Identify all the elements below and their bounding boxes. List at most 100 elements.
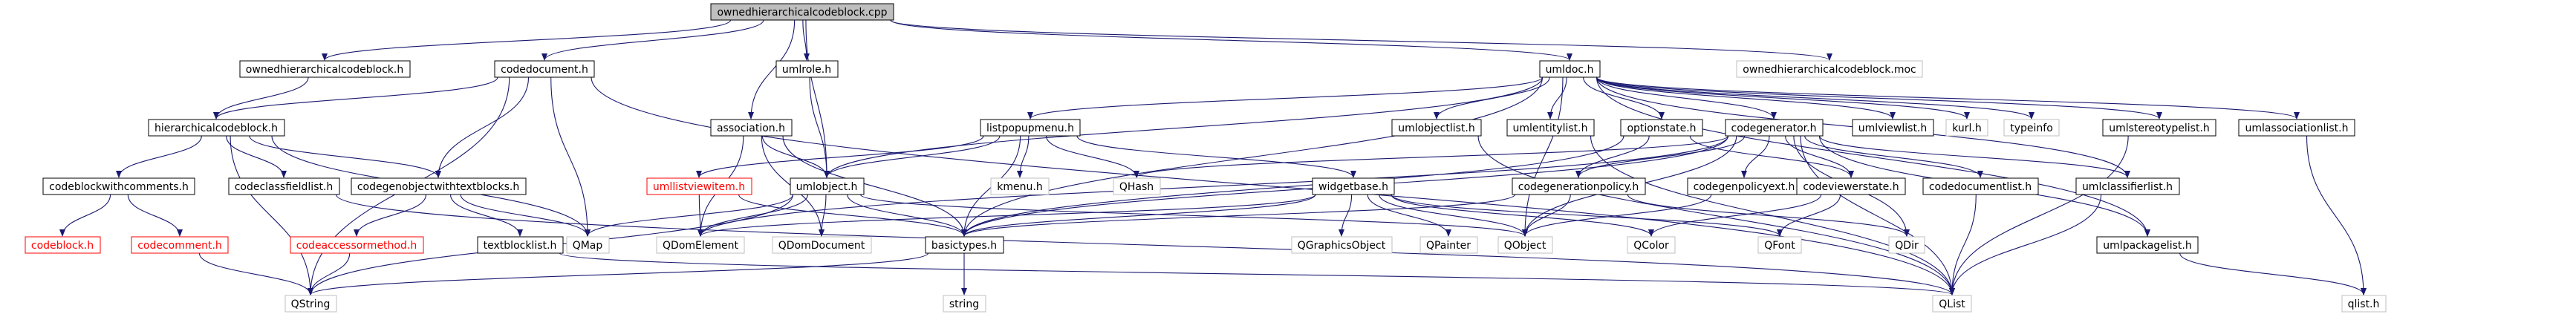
edge-cdoc-to-qmap	[550, 76, 591, 237]
node-ustl[interactable]: umlstereotypelist.h	[2102, 119, 2216, 137]
edge-udoc-to-ustl	[1596, 76, 2162, 120]
edge-wbase-to-qgo	[1339, 194, 1353, 237]
node-box	[148, 119, 285, 137]
node-box	[1391, 119, 1482, 137]
edge-lpm-to-kmenu	[1017, 135, 1030, 178]
node-upkg[interactable]: umlpackagelist.h	[2096, 236, 2199, 254]
edge-assoc-to-btypes	[782, 135, 967, 237]
node-assoc[interactable]: association.h	[710, 119, 793, 137]
node-box	[2238, 119, 2355, 137]
node-lpm[interactable]: listpopupmenu.h	[980, 119, 1081, 137]
node-label: kmenu.h	[997, 181, 1042, 193]
node-udoc[interactable]: umldoc.h	[1539, 60, 1601, 78]
node-label: umlentitylist.h	[1513, 122, 1588, 134]
node-label: widgetbase.h	[1318, 181, 1388, 193]
node-box	[1506, 119, 1595, 137]
node-btypes[interactable]: basictypes.h	[925, 236, 1004, 254]
node-cc[interactable]: codecomment.h	[131, 236, 229, 254]
node-box	[25, 236, 101, 254]
edge-assoc-to-uobj	[761, 135, 830, 178]
node-cdl[interactable]: codedocumentlist.h	[1922, 177, 2039, 195]
node-ohcbh[interactable]: ownedhierarchicalcodeblock.h	[239, 60, 411, 78]
node-box	[925, 236, 1004, 254]
node-ccfl[interactable]: codeclassfieldlist.h	[228, 177, 340, 195]
node-cgpe[interactable]: codegenpolicyext.h	[1687, 177, 1802, 195]
node-cgwtb[interactable]: codegenobjectwithtextblocks.h	[351, 177, 527, 195]
node-label: typeinfo	[2010, 122, 2053, 134]
node-label: codegenerator.h	[1731, 122, 1817, 134]
edge-root-to-udoc	[890, 19, 1572, 61]
node-uol[interactable]: umlobjectlist.h	[1391, 119, 1482, 137]
edge-root-to-ohcbmoc	[890, 19, 1832, 61]
edge-root-to-ohcbh	[322, 19, 732, 61]
edge-cgen-to-cdl	[1804, 135, 1983, 178]
node-uel[interactable]: umlentitylist.h	[1506, 119, 1595, 137]
node-label: QFont	[1764, 240, 1795, 252]
node-label: umlassociationlist.h	[2245, 122, 2348, 134]
node-box	[2096, 236, 2199, 254]
node-root[interactable]: ownedhierarchicalcodeblock.cpp	[710, 3, 894, 21]
node-box	[1796, 177, 1906, 195]
node-label: codeclassfieldlist.h	[235, 181, 334, 193]
node-cam[interactable]: codeaccessormethod.h	[290, 236, 424, 254]
node-box	[790, 177, 865, 195]
node-box	[1757, 236, 1802, 254]
node-uvl[interactable]: umlviewlist.h	[1852, 119, 1934, 137]
nodes: ownedhierarchicalcodeblock.cpp ownedhiera…	[25, 3, 2387, 313]
node-label: codeblockwithcomments.h	[49, 181, 189, 193]
edge-root-to-cdoc	[541, 19, 764, 61]
node-string: string	[943, 295, 986, 313]
edge-uobj-to-qdel	[697, 194, 809, 237]
node-tinfo: typeinfo	[2003, 119, 2060, 137]
edge-cgen-to-qhash	[1133, 135, 1729, 178]
node-label: umlrole.h	[782, 64, 831, 76]
node-ost[interactable]: optionstate.h	[1620, 119, 1703, 137]
node-box	[1291, 236, 1393, 254]
node-box	[980, 119, 1081, 137]
node-cb[interactable]: codeblock.h	[25, 236, 101, 254]
node-cbwc[interactable]: codeblockwithcomments.h	[42, 177, 195, 195]
node-qfont: QFont	[1757, 236, 1802, 254]
node-box	[710, 119, 793, 137]
node-tbl[interactable]: textblocklist.h	[477, 236, 564, 254]
edge-wbase-to-qpainter	[1367, 194, 1451, 237]
node-uassl[interactable]: umlassociationlist.h	[2238, 119, 2355, 137]
node-box	[477, 236, 564, 254]
edge-lpm-to-wbase	[1076, 135, 1356, 178]
edge-udoc-to-cgen	[1596, 76, 1777, 120]
edge-cbwc-to-cc	[127, 194, 183, 237]
edge-udoc-to-lpm	[1027, 76, 1544, 120]
node-ohcbmoc: ownedhierarchicalcodeblock.moc	[1736, 60, 1923, 78]
node-uobj[interactable]: umlobject.h	[790, 177, 865, 195]
node-cgen[interactable]: codegenerator.h	[1725, 119, 1824, 137]
edge-hcb-to-cbwc	[116, 135, 202, 178]
edge-cdoc-to-hcb	[213, 76, 498, 120]
node-label: codegenerationpolicy.h	[1518, 181, 1639, 193]
node-ulvi[interactable]: umllistviewitem.h	[646, 177, 752, 195]
node-cvs[interactable]: codeviewerstate.h	[1796, 177, 1906, 195]
node-box	[1945, 119, 1988, 137]
edge-ohcbh-to-hcb	[213, 76, 309, 120]
node-cdoc[interactable]: codedocument.h	[494, 60, 595, 78]
node-hcb[interactable]: hierarchicalcodeblock.h	[148, 119, 285, 137]
node-label: umldoc.h	[1546, 64, 1594, 76]
node-box	[656, 236, 745, 254]
edge-root-to-assoc	[748, 19, 796, 120]
edge-wbase-to-qobject	[1379, 194, 1528, 237]
node-box	[494, 60, 595, 78]
edge-cgen-to-cgp	[1575, 135, 1746, 178]
edge-udoc-to-uvl	[1596, 76, 1896, 120]
edge-root-to-urole	[802, 19, 810, 61]
node-cgp[interactable]: codegenerationpolicy.h	[1512, 177, 1646, 195]
node-urole[interactable]: umlrole.h	[775, 60, 839, 78]
node-ucl[interactable]: umlclassifierlist.h	[2075, 177, 2180, 195]
node-label: QDomElement	[663, 240, 738, 252]
node-box	[1888, 236, 1925, 254]
node-label: umlstereotypelist.h	[2109, 122, 2210, 134]
edge-ucl-to-qlist	[1949, 194, 2102, 295]
node-wbase[interactable]: widgetbase.h	[1312, 177, 1395, 195]
node-label: QList	[1939, 298, 1965, 310]
edge-wbase-to-btypes	[961, 194, 1316, 237]
edge-udoc-to-btypes	[961, 76, 1544, 237]
node-label: umllistviewitem.h	[653, 181, 745, 193]
